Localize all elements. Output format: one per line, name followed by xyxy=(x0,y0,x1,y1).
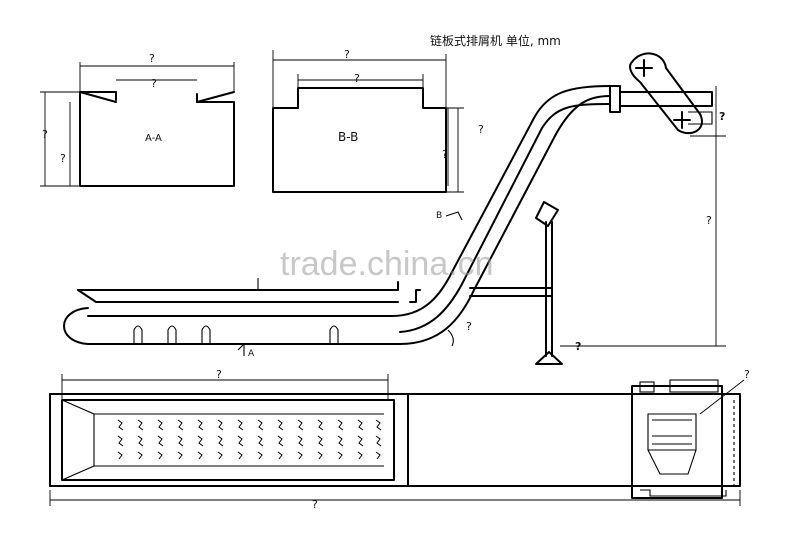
section-aa-label: A-A xyxy=(145,133,162,144)
dim-total-length: ? xyxy=(312,498,318,511)
dim-discharge-height: ? xyxy=(706,214,712,227)
drawing-title: 链板式排屑机 单位, mm xyxy=(430,33,561,48)
dim-bb-inner: ? xyxy=(354,72,360,85)
dim-aa-width: ? xyxy=(149,52,155,65)
dim-hopper-length: ? xyxy=(216,368,222,381)
watermark: trade.china.cn xyxy=(280,245,494,283)
section-bb-view: ? ? ? ? B-B xyxy=(272,48,484,193)
drive-sprocket-bottom xyxy=(673,111,691,129)
dim-head-width: ? xyxy=(744,368,750,381)
dim-incline-angle: ? xyxy=(466,320,472,333)
section-aa-view: ? ? ? ? A-A xyxy=(40,52,235,187)
dim-aa-inner: ? xyxy=(151,77,157,90)
dim-aa-height: ? xyxy=(42,128,48,141)
dim-bb-height: ? xyxy=(478,123,484,136)
dim-head-height: ? xyxy=(719,110,725,123)
dim-aa-depth: ? xyxy=(60,152,66,165)
conveyor-plan-view: ? ? ? xyxy=(49,368,750,511)
section-marker-a: A xyxy=(248,349,255,359)
dim-base-offset: ? xyxy=(575,340,581,353)
section-bb-label: B-B xyxy=(338,130,358,144)
dim-bb-width: ? xyxy=(344,48,350,61)
conveyor-side-view: ? ? ? ? B A xyxy=(63,52,726,365)
drive-sprocket-top xyxy=(635,59,653,77)
chain-slats xyxy=(117,419,382,460)
section-marker-b: B xyxy=(436,211,442,221)
dim-bb-depth: ? xyxy=(442,148,448,161)
